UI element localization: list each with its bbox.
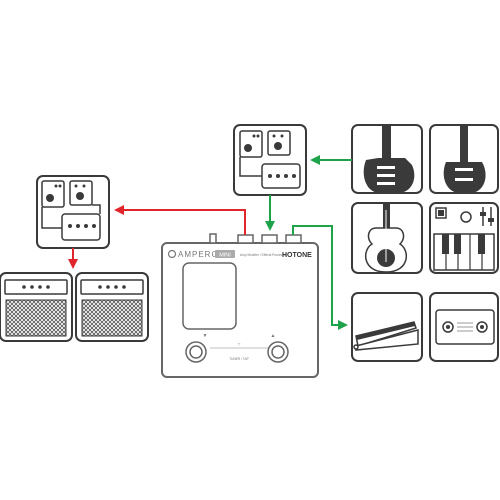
bass-guitar-icon — [443, 125, 486, 193]
footswitch-label: TUNER / TAP — [229, 357, 249, 361]
exp-arrow-to-pedal — [292, 225, 348, 330]
bass-guitar-box — [429, 124, 499, 194]
down-arrow-icon: ▼ — [203, 333, 208, 339]
power-led — [167, 249, 177, 259]
model-badge: MINI — [219, 253, 231, 259]
signal-arrows — [68, 155, 352, 330]
send-arrow-to-pedalboard — [114, 205, 246, 235]
electric-guitar-icon — [363, 125, 415, 193]
model-name: AMPERO — [178, 250, 219, 259]
expression-pedal-box — [351, 292, 423, 362]
jack-out — [237, 234, 254, 244]
electric-guitar-box — [351, 124, 423, 194]
footswitch-left — [185, 341, 207, 363]
guitar-amp-icon — [75, 272, 149, 342]
pedalboard-top — [233, 124, 307, 196]
up-arrow-icon: ▲ — [271, 333, 276, 339]
badge-bg — [215, 250, 235, 258]
footswitch-controller-icon — [435, 309, 495, 345]
ampero-mini-unit: AMPERO MINI Amp Modeler / Effects Proces… — [161, 233, 319, 378]
footswitch-controller-box — [429, 292, 499, 362]
acoustic-guitar-icon — [364, 203, 408, 273]
tagline: Amp Modeler / Effects Processor — [240, 253, 287, 257]
jack-in — [261, 234, 278, 244]
jack-exp — [285, 234, 302, 244]
synthesizer-box — [429, 202, 499, 274]
guitar-amp-right — [75, 272, 149, 342]
pedalboard-icon — [41, 180, 101, 241]
brand-logo: HOTONE — [282, 252, 312, 259]
synthesizer-icon — [433, 207, 495, 271]
touchscreen — [182, 262, 237, 330]
acoustic-guitar-box — [351, 202, 423, 274]
svg-text:⊤: ⊤ — [237, 342, 241, 347]
pedalboard-icon — [239, 130, 301, 189]
guitar-amp-left — [0, 272, 73, 342]
footswitch-right — [267, 341, 289, 363]
footswitch-panel: ▼ ▲ ⊤ TUNER / TAP — [185, 333, 289, 363]
expression-pedal-icon — [353, 321, 419, 351]
usb-port — [209, 233, 217, 244]
guitar-amp-icon — [0, 272, 73, 342]
pedalboard-left — [36, 175, 110, 249]
